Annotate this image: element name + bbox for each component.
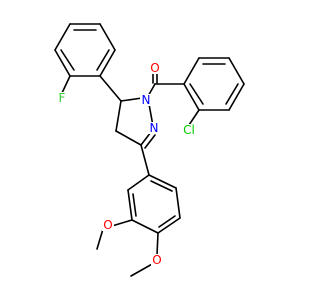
bond-dmp-4: [157, 217, 181, 234]
bond-dmp-3: [131, 219, 159, 234]
carbonyl-oxygen-bg: [149, 62, 161, 74]
methoxy-o-lower-bg: [151, 254, 163, 266]
bond-o-me-lower: [130, 262, 155, 277]
fluorine-label: F: [59, 91, 66, 105]
bond-dmp-inner-2: [158, 215, 176, 228]
bond-clph-inner-3: [189, 83, 204, 105]
bond-pz-c3-n2-1: [140, 131, 152, 146]
bond-dmp-5: [175, 187, 181, 219]
bond-clph-1: [183, 57, 200, 85]
methoxy-oxygen-upper-label: O: [103, 218, 112, 232]
molecule-canvas: O F Cl N N O O: [54, 23, 245, 277]
bond-fph-inner-3: [96, 49, 110, 71]
bond-fph-3: [54, 23, 71, 51]
n2-bg: [148, 122, 160, 134]
bond-o-me-upper: [96, 228, 104, 250]
bond-clph-6: [183, 83, 200, 111]
bond-c-f: [61, 75, 71, 94]
bond-fph-5: [99, 23, 116, 51]
fluorine-bg: [56, 92, 68, 104]
bond-fph-2: [54, 49, 71, 77]
bond-dmp-inner-3: [150, 180, 173, 192]
chlorine-bg: [179, 124, 199, 136]
bond-pz-c5-c4: [115, 100, 122, 132]
methoxy-o-upper-bg: [102, 219, 114, 231]
bond-c-cl: [188, 109, 200, 126]
chlorine-label: Cl: [183, 123, 195, 137]
nitrogen-1-label: N: [142, 93, 151, 107]
bond-dmp-6: [148, 174, 177, 189]
bond-pz-n1-c5: [120, 97, 143, 102]
bond-dmp-o-lower: [156, 232, 159, 256]
bond-clph-4: [228, 83, 245, 111]
bond-c5-fph: [99, 75, 122, 102]
n1-bg: [140, 94, 152, 106]
methoxy-oxygen-lower-label: O: [152, 253, 161, 267]
bond-c3-dmp: [140, 144, 150, 176]
bond-pz-c4-c3: [115, 130, 142, 146]
nitrogen-2-label: N: [150, 121, 159, 135]
bond-dmp-inner-1: [132, 193, 137, 217]
bond-clph-3: [228, 57, 245, 85]
bond-fph-6: [99, 49, 116, 77]
bond-clph-inner-2: [225, 83, 239, 105]
carbonyl-oxygen-label: O: [150, 61, 159, 75]
bond-dmp-o-upper: [111, 219, 133, 227]
molecule-structure: O F Cl N N O O: [54, 23, 245, 277]
bond-fph-inner-1: [60, 49, 75, 71]
bond-dmp-2: [127, 189, 133, 221]
bond-dmp-1: [127, 174, 150, 191]
bond-pz-c3-n2-2: [144, 134, 156, 149]
